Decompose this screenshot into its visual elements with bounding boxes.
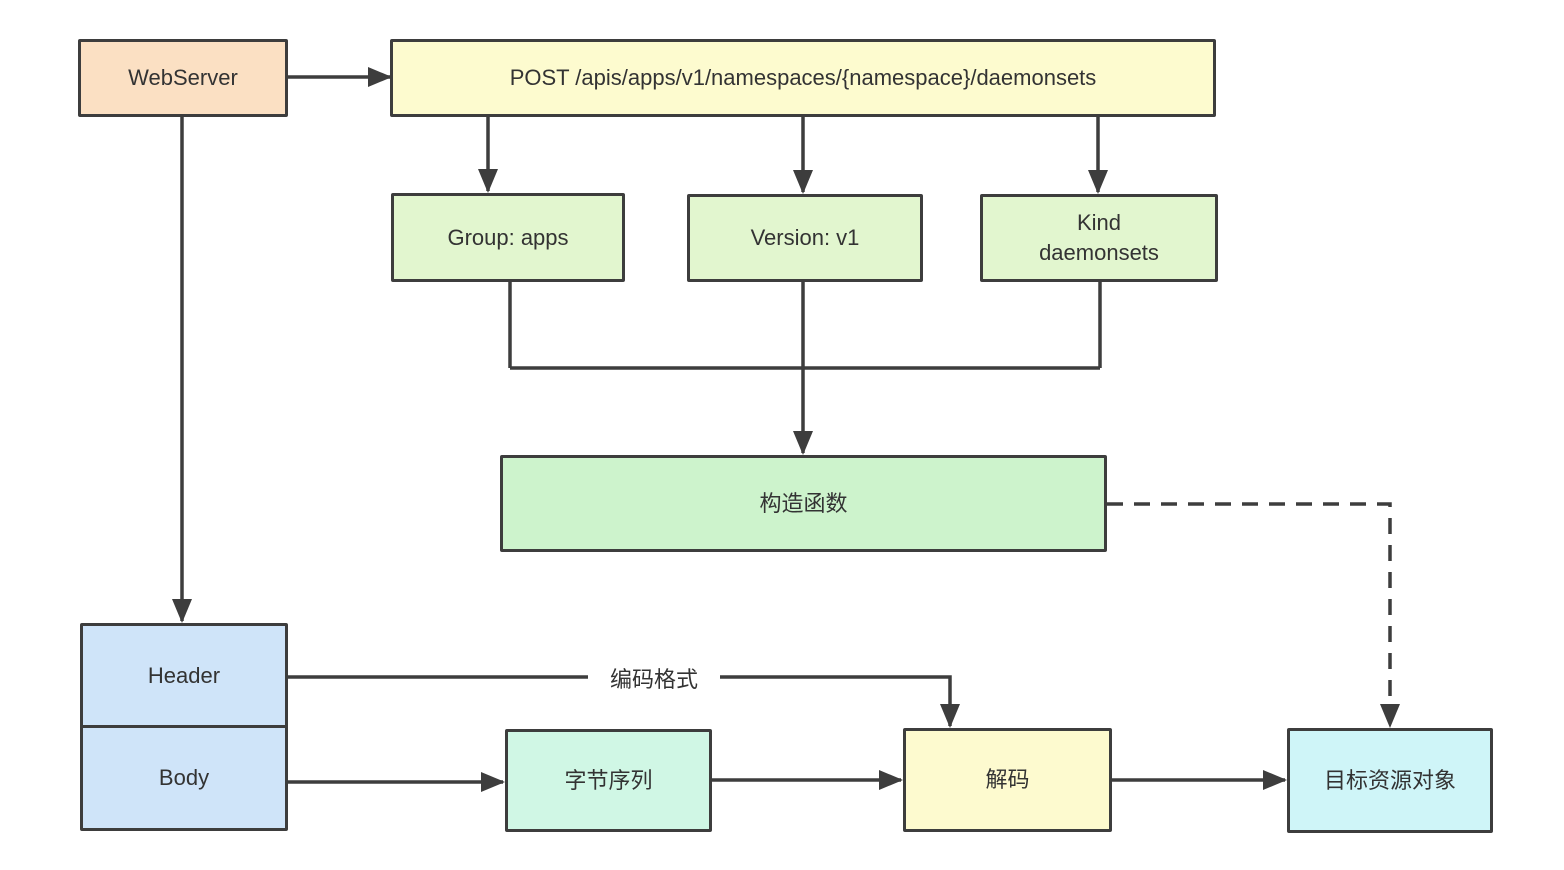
node-kind-daemonsets: Kind daemonsets	[980, 194, 1218, 282]
node-post-endpoint: POST /apis/apps/v1/namespaces/{namespace…	[390, 39, 1216, 117]
node-header: Header	[80, 623, 288, 728]
node-decode: 解码	[903, 728, 1112, 832]
node-webserver: WebServer	[78, 39, 288, 117]
edge-constructor-to-target	[1107, 502, 1400, 728]
edge-label-encoding-format: 编码格式	[588, 662, 720, 694]
node-byte-sequence: 字节序列	[505, 729, 712, 832]
node-body: Body	[80, 725, 288, 831]
node-target-resource-object: 目标资源对象	[1287, 728, 1493, 833]
node-group-apps: Group: apps	[391, 193, 625, 282]
node-version-v1: Version: v1	[687, 194, 923, 282]
node-constructor-function: 构造函数	[500, 455, 1107, 552]
edge-header-to-decode	[288, 675, 960, 728]
